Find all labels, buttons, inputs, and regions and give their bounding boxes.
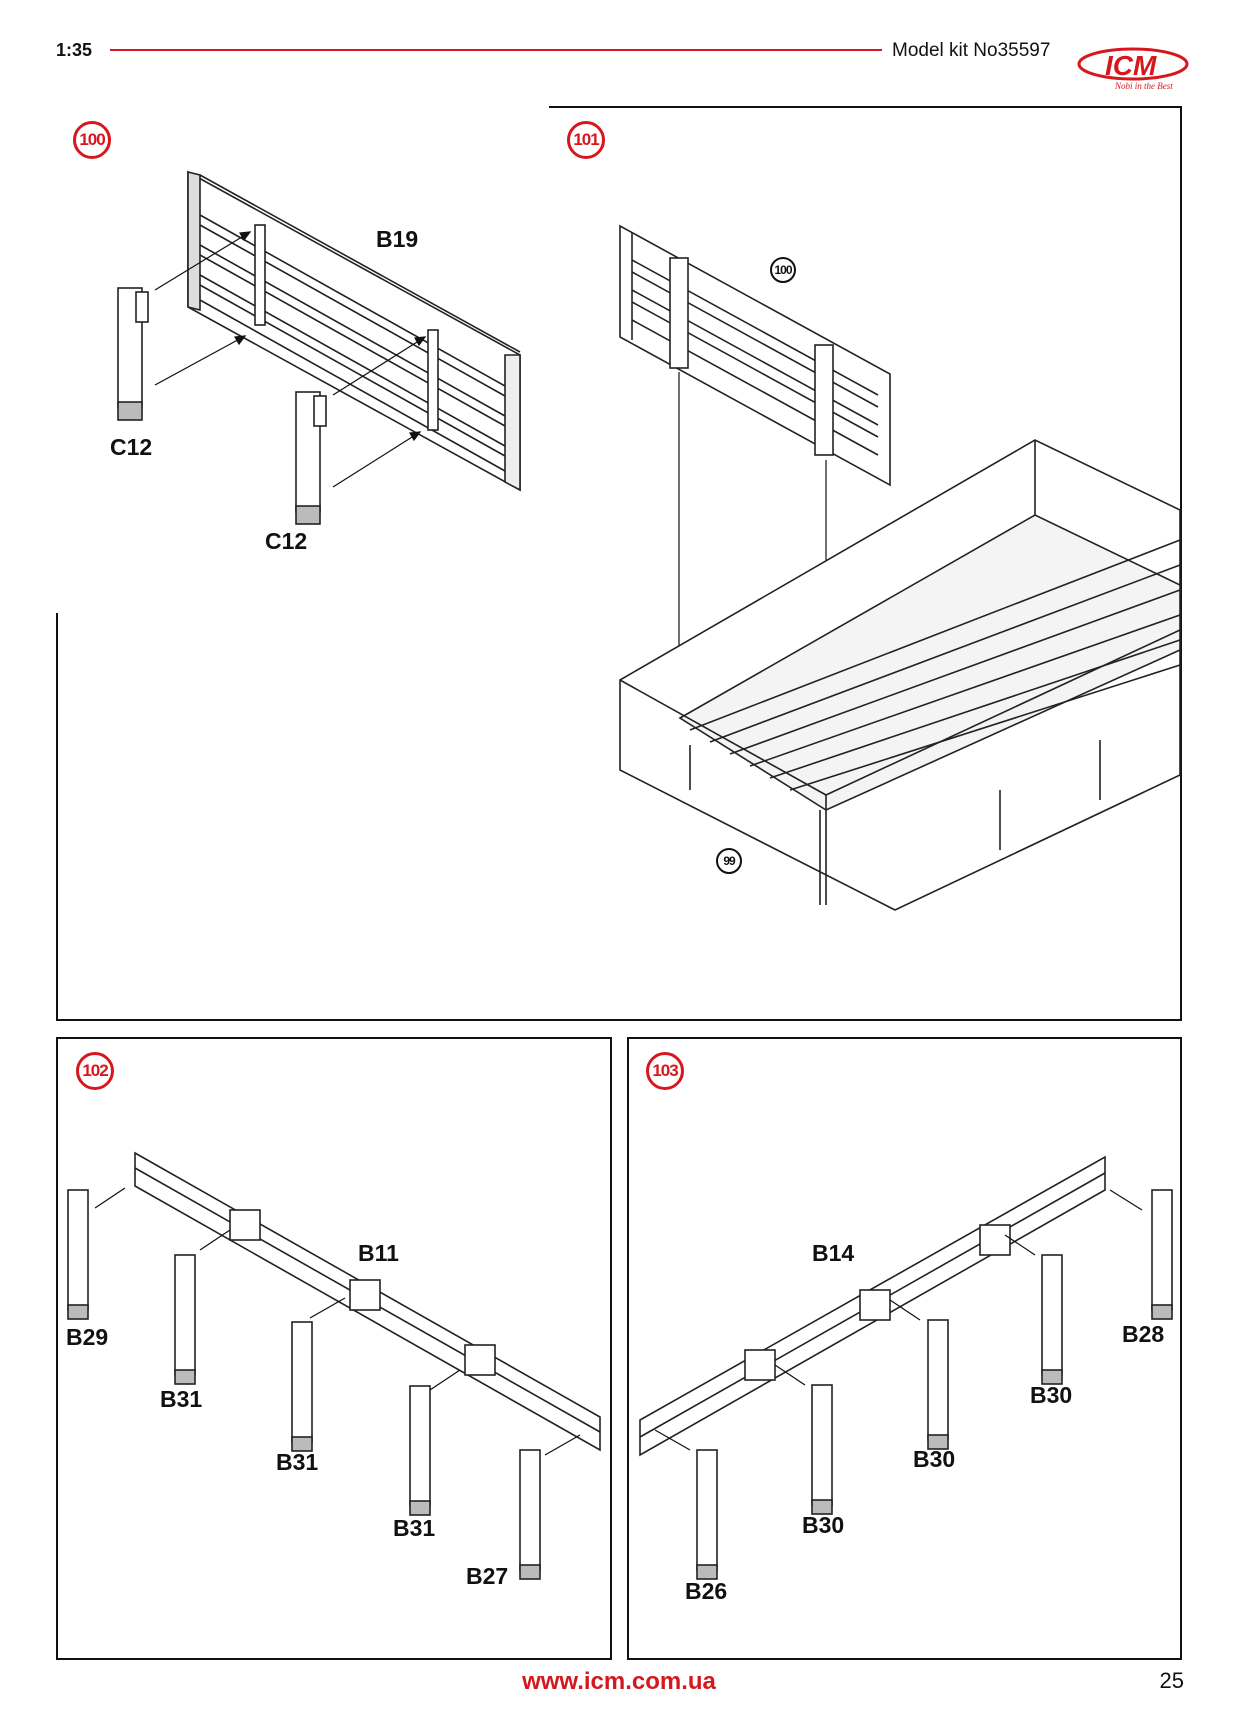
post-c12-b-drawing bbox=[295, 391, 327, 525]
part-label-b26: B26 bbox=[685, 1578, 728, 1604]
part-label-c12-b: C12 bbox=[265, 528, 308, 554]
icm-logo: ICM Nobi in the Best bbox=[1077, 47, 1189, 91]
subassembly-ref-99: 99 bbox=[716, 848, 742, 874]
svg-text:Nobi in the Best: Nobi in the Best bbox=[1114, 81, 1173, 91]
step-number-102: 102 bbox=[76, 1052, 114, 1090]
page-number: 25 bbox=[1159, 1668, 1184, 1693]
subassembly-ref-100: 100 bbox=[770, 257, 796, 283]
part-label-b28: B28 bbox=[1122, 1321, 1165, 1347]
step-102-arrows bbox=[94, 1187, 581, 1456]
website-link[interactable]: www.icm.com.ua bbox=[522, 1668, 716, 1695]
step-101-frame-top bbox=[549, 106, 1182, 108]
step-101-frame-left bbox=[56, 613, 58, 1021]
rail-b11-drawing bbox=[134, 1151, 601, 1452]
part-label-b31-b: B31 bbox=[276, 1449, 319, 1475]
part-label-c12-a: C12 bbox=[110, 434, 153, 460]
part-label-b30-a: B30 bbox=[1030, 1382, 1073, 1408]
svg-text:ICM: ICM bbox=[1105, 50, 1157, 81]
step-100-arrows bbox=[154, 231, 427, 488]
step-103-arrows bbox=[654, 1189, 1143, 1451]
step-number-100: 100 bbox=[73, 121, 111, 159]
header-rule bbox=[110, 49, 882, 51]
post-c12-a-drawing bbox=[117, 287, 149, 421]
legs-step-103-drawing bbox=[696, 1189, 1173, 1580]
part-label-b29: B29 bbox=[66, 1324, 109, 1350]
step-103-panel bbox=[627, 1037, 1182, 1660]
scale-label: 1:35 bbox=[56, 40, 93, 60]
part-label-b11: B11 bbox=[358, 1240, 399, 1266]
part-label-b31-a: B31 bbox=[160, 1386, 203, 1412]
part-label-b30-b: B30 bbox=[913, 1446, 956, 1472]
part-label-b19: B19 bbox=[376, 226, 419, 252]
part-label-b14: B14 bbox=[812, 1240, 855, 1266]
frame-100-drawing bbox=[619, 224, 891, 487]
kit-number: Model kit No35597 bbox=[892, 40, 1051, 61]
rail-b14-drawing bbox=[639, 1155, 1106, 1457]
part-label-b31-c: B31 bbox=[393, 1515, 436, 1541]
legs-step-102-drawing bbox=[67, 1189, 541, 1580]
step-number-101: 101 bbox=[567, 121, 605, 159]
part-label-b30-c: B30 bbox=[802, 1512, 845, 1538]
step-number-103: 103 bbox=[646, 1052, 684, 1090]
cargo-body-99-drawing bbox=[619, 439, 1181, 911]
part-label-b27: B27 bbox=[466, 1563, 509, 1589]
frame-b19-drawing bbox=[187, 170, 521, 492]
